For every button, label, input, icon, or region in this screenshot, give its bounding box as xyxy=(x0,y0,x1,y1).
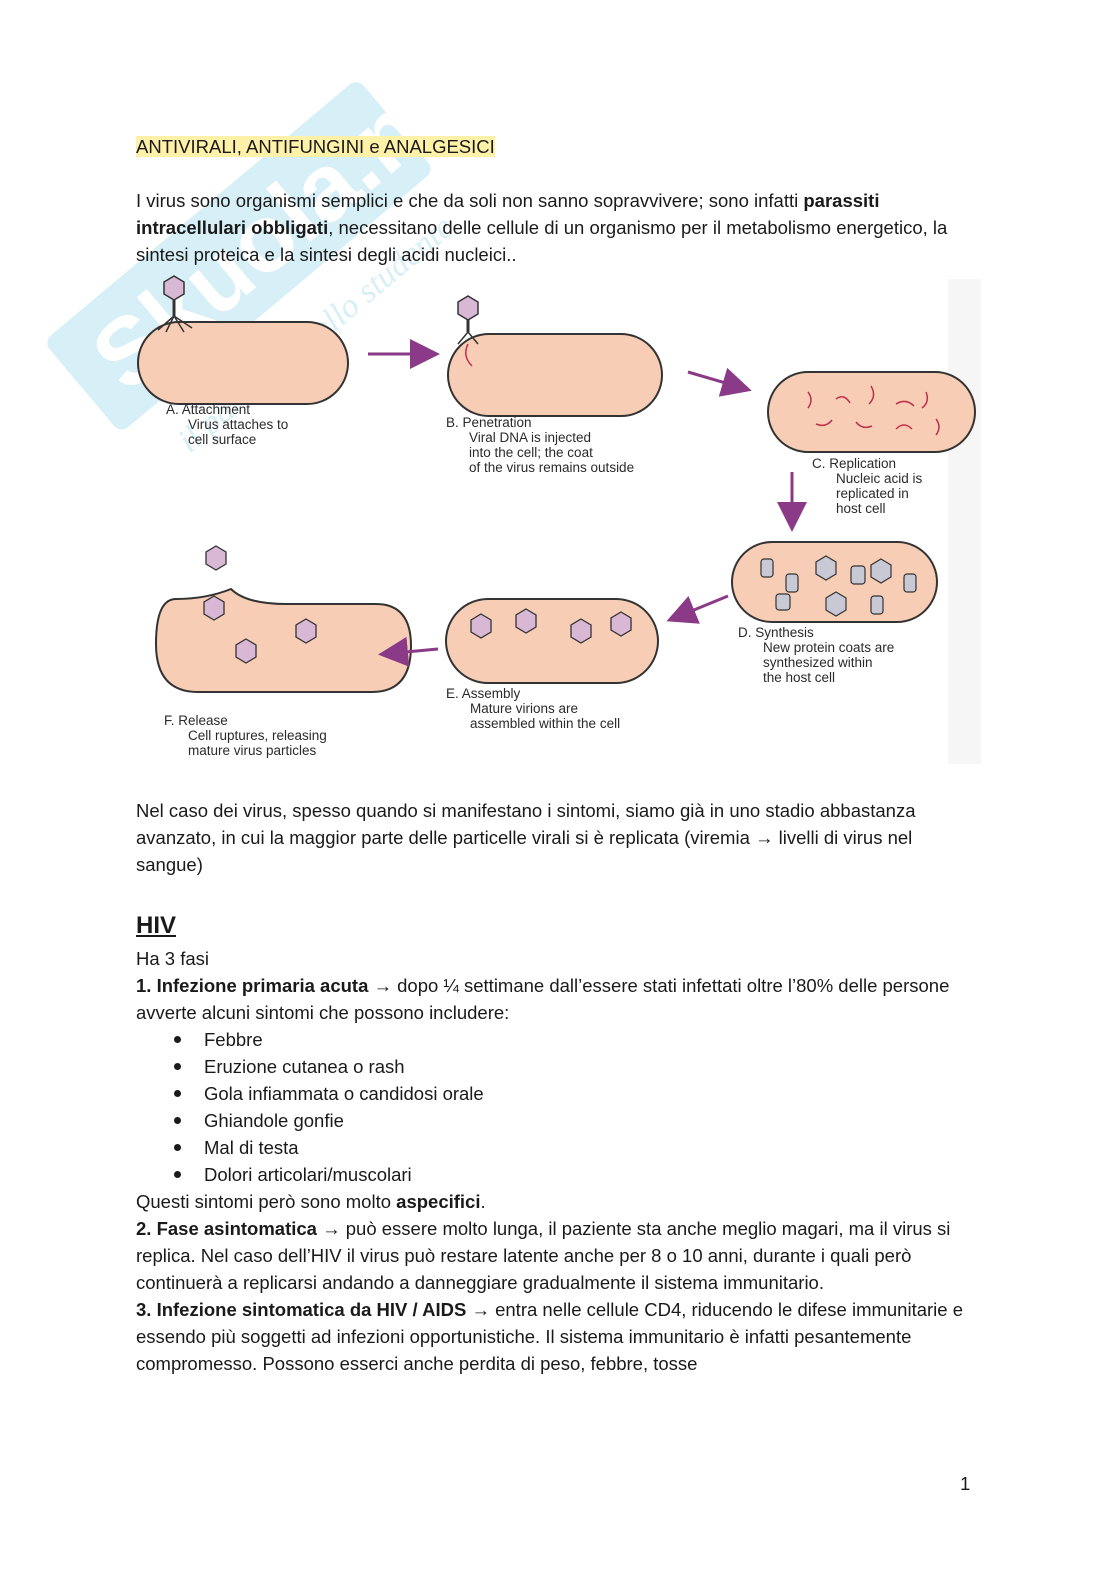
list-item: Febbre xyxy=(174,1026,976,1053)
process-arrows xyxy=(368,339,807,667)
phase-2: 2. Fase asintomatica → può essere molto … xyxy=(136,1218,951,1293)
cell-c xyxy=(767,371,976,453)
list-item: Eruzione cutanea o rash xyxy=(174,1053,976,1080)
phase-3: 3. Infezione sintomatica da HIV / AIDS →… xyxy=(136,1299,963,1374)
cell-e xyxy=(445,598,659,684)
viremia-paragraph: Nel caso dei virus, spesso quando si man… xyxy=(136,800,916,875)
list-item: Ghiandole gonfie xyxy=(174,1107,976,1134)
list-item: Mal di testa xyxy=(174,1134,976,1161)
dna-strands xyxy=(807,385,940,436)
phases-intro: Ha 3 fasi xyxy=(136,948,210,969)
symptoms-note: Questi sintomi però sono molto aspecific… xyxy=(136,1191,486,1212)
assembled-virions xyxy=(470,608,632,644)
cell-f-ruptured xyxy=(154,587,413,693)
page-title: ANTIVIRALI, ANTIFUNGINI e ANALGESICI xyxy=(136,136,495,157)
symptom-list: Febbre Eruzione cutanea o rash Gola infi… xyxy=(136,1026,976,1188)
list-item: Gola infiammata o candidosi orale xyxy=(174,1080,976,1107)
phage-a xyxy=(157,275,193,333)
intro-paragraph: I virus sono organismi semplici e che da… xyxy=(136,190,948,265)
page-number: 1 xyxy=(960,1473,971,1494)
list-item: Dolori articolari/muscolari xyxy=(174,1161,976,1188)
hiv-heading: HIV xyxy=(136,912,177,939)
cell-b xyxy=(447,333,663,417)
phage-b xyxy=(457,295,479,367)
phase-1: 1. Infezione primaria acuta → dopo ¼ set… xyxy=(136,975,950,1023)
released-virions xyxy=(203,545,317,664)
hiv-phases: Ha 3 fasi 1. Infezione primaria acuta → … xyxy=(136,945,976,1377)
protein-coats xyxy=(760,555,917,617)
cell-a xyxy=(137,321,349,405)
